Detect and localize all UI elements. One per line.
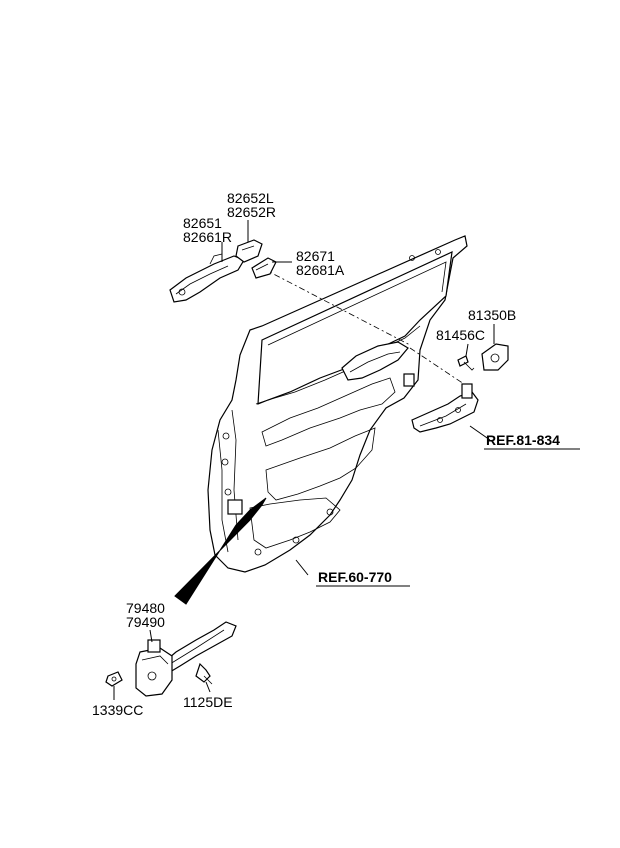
label-handle-trim-1: 82671 — [296, 248, 335, 264]
label-latch-screw: 81456C — [436, 327, 485, 343]
label-handle-outer-r: 82661R — [183, 229, 232, 245]
checker-bolt[interactable] — [195, 662, 213, 685]
label-handle-cover-r: 82652R — [227, 204, 276, 220]
door-latch[interactable] — [411, 383, 479, 433]
ref-door[interactable]: REF.60-770 — [318, 569, 392, 585]
ref-latch[interactable]: REF.81-834 — [486, 432, 560, 448]
label-handle-trim-2: 82681A — [296, 262, 345, 278]
label-latch-striker: 81350B — [468, 307, 516, 323]
door-panel[interactable] — [207, 235, 468, 573]
label-checker-2: 79490 — [126, 614, 165, 630]
latch-screw[interactable] — [457, 355, 475, 371]
latch-striker[interactable] — [481, 343, 509, 371]
outside-handle[interactable] — [169, 253, 245, 303]
door-checker[interactable] — [135, 621, 237, 697]
label-bolt: 1125DE — [183, 694, 233, 710]
leader-lines — [113, 220, 495, 700]
label-handle-outer: 82651 — [183, 215, 222, 231]
label-nut: 1339CC — [92, 702, 143, 718]
handle-trim[interactable] — [251, 257, 277, 279]
checker-nut[interactable] — [105, 671, 123, 687]
callout-labels: 82652L 82652R 82651 82661R 82671 82681A … — [92, 190, 580, 718]
label-checker-1: 79480 — [126, 600, 165, 616]
label-handle-cover-l: 82652L — [227, 190, 274, 206]
assembly-line-latch — [409, 347, 471, 389]
handle-cover[interactable] — [235, 239, 263, 263]
checker-strap — [174, 497, 267, 605]
